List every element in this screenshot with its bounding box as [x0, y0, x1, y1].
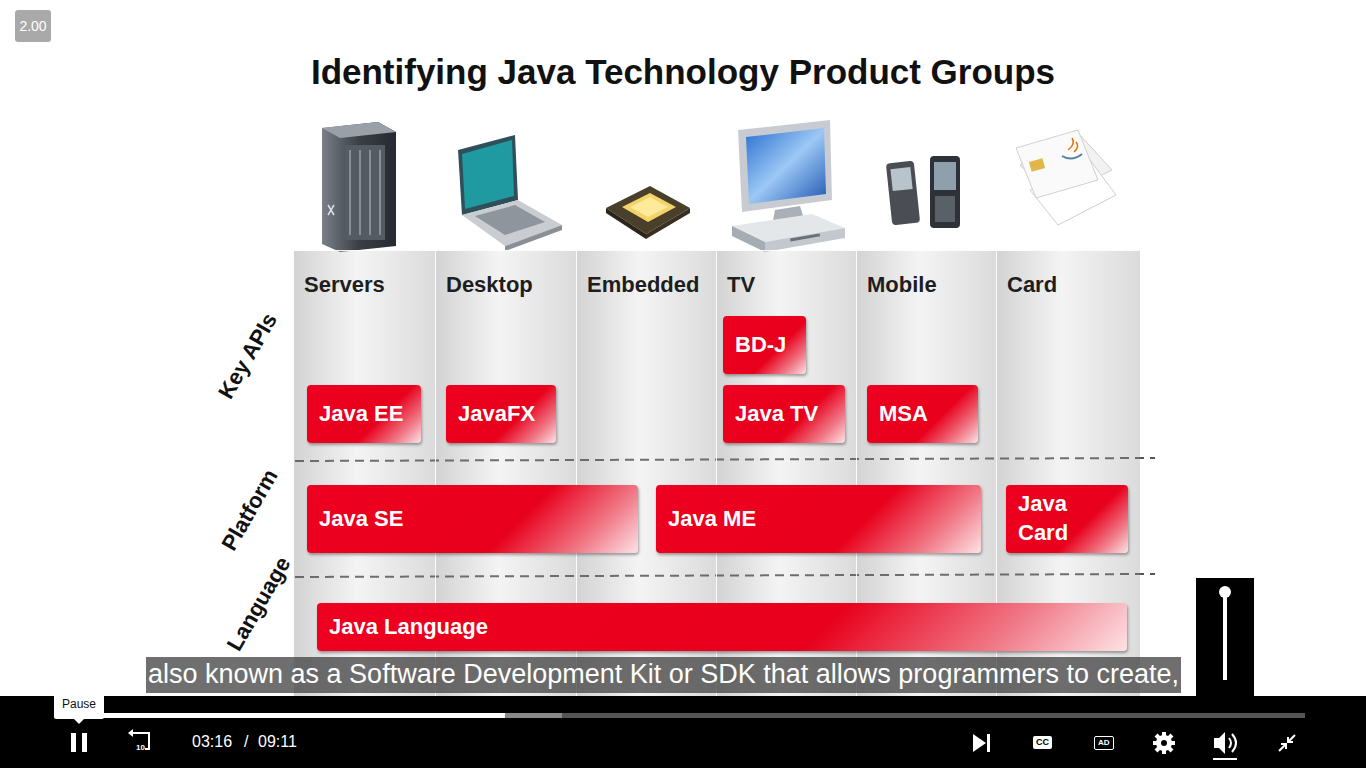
volume-icon [1213, 732, 1237, 760]
tooltip: Pause [54, 689, 104, 719]
player-bar [0, 696, 1366, 768]
column-heading: Servers [304, 272, 385, 297]
current-time: 03:16 [192, 733, 232, 751]
monitor-icon [732, 120, 845, 252]
column-heading: Card [1007, 272, 1057, 297]
api-box: BD-J [723, 316, 806, 374]
subtitle-bar: also known as a Software Development Kit… [146, 657, 1181, 693]
box-label: Pause [62, 697, 96, 711]
duration: 09:11 [258, 733, 297, 751]
slide-title: Identifying Java Technology Product Grou… [0, 52, 1366, 92]
language-box: Java Language [317, 603, 1127, 651]
progress-track [55, 713, 1305, 718]
pause-icon [71, 733, 87, 752]
box-label: MSA [879, 400, 928, 429]
next-icon [973, 734, 990, 752]
collapse-icon [1279, 735, 1295, 751]
skip-seconds: 10 [136, 743, 145, 752]
row-label: Language [222, 553, 296, 656]
box-label: Java TV [735, 400, 818, 429]
box-label: Java ME [668, 505, 756, 534]
phone-icon [886, 156, 960, 228]
speed-badge: 2.00 [15, 10, 51, 42]
column-heading: Embedded [587, 272, 699, 297]
captions-icon: CC [1033, 736, 1052, 749]
api-box: MSA [867, 385, 978, 443]
time-separator: / [244, 733, 248, 751]
box-label: Java SE [319, 505, 403, 534]
chip-icon [606, 186, 690, 239]
audio-description-icon: AD [1094, 736, 1114, 750]
volume-knob [1219, 586, 1231, 598]
api-box: Java EE [307, 385, 421, 443]
platform-box: Java SE [307, 485, 638, 553]
api-box: JavaFX [446, 385, 556, 443]
box-label: Java EE [319, 400, 403, 429]
platform-box: Java Card [1006, 485, 1128, 553]
row-label: Platform [216, 465, 283, 555]
settings-icon [1153, 732, 1175, 754]
volume-slider [1223, 592, 1227, 680]
column-heading: Desktop [446, 272, 533, 297]
box-label: Java Card [1018, 490, 1116, 547]
platform-box: Java ME [656, 485, 981, 553]
box-label: BD-J [735, 331, 786, 360]
progress-played [55, 713, 505, 718]
column-heading: Mobile [867, 272, 937, 297]
box-label: 2.00 [19, 18, 46, 34]
row-label: Key APIs [213, 309, 283, 404]
box-label: also known as a Software Development Kit… [148, 659, 1179, 689]
box-label: JavaFX [458, 400, 535, 429]
box-label: Java Language [329, 613, 488, 642]
column-heading: TV [727, 272, 755, 297]
server-icon [322, 122, 396, 252]
tooltip-pointer [74, 719, 84, 724]
java-card-icon [1016, 130, 1116, 225]
progress-buffer [55, 713, 562, 718]
api-box: Java TV [723, 385, 845, 443]
volume-popup [1196, 578, 1254, 707]
laptop-icon [458, 135, 562, 251]
